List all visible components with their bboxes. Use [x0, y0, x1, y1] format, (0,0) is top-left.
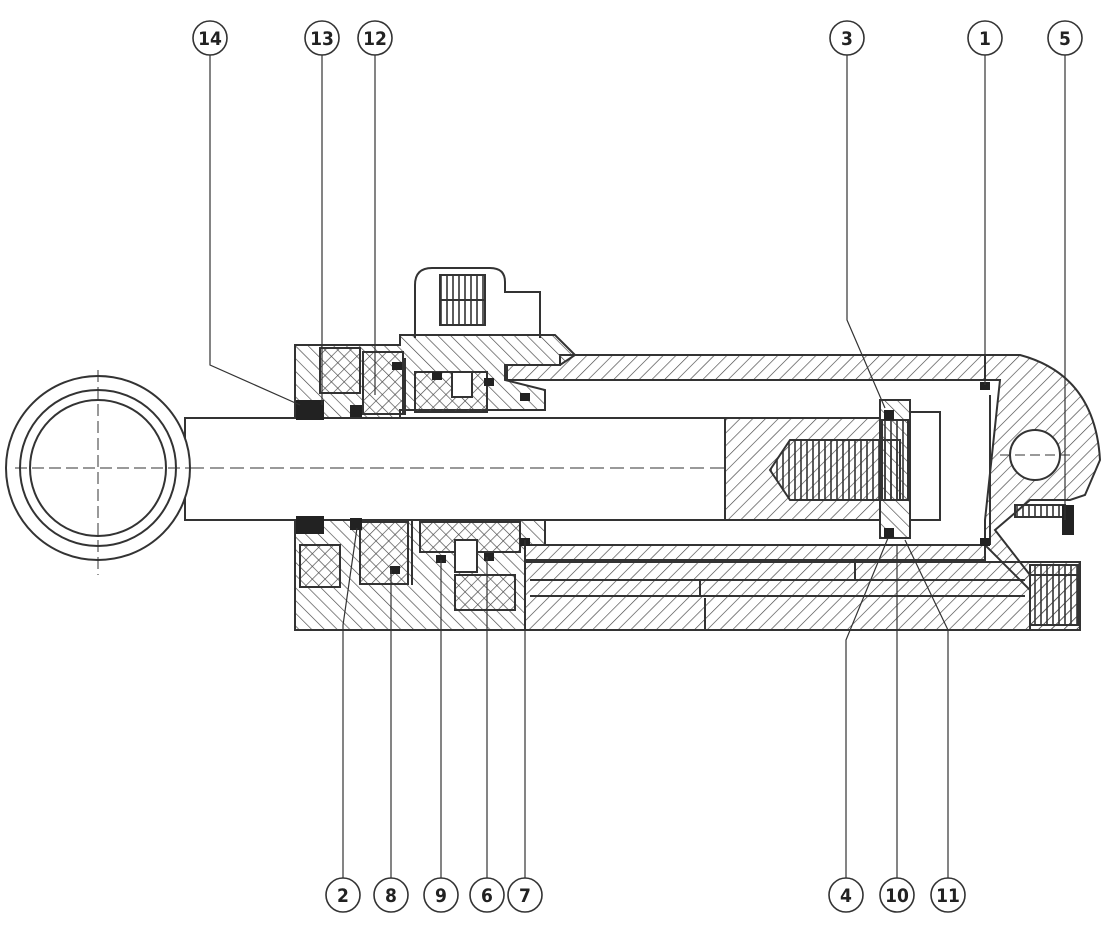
callout-8-label: 8 — [385, 885, 397, 907]
leader-lines — [209, 55, 1066, 878]
callout-10: 10 — [879, 877, 915, 913]
callout-14: 14 — [192, 20, 228, 56]
callout-11-label: 11 — [936, 885, 960, 907]
callout-12-label: 12 — [363, 28, 387, 50]
callout-10-label: 10 — [885, 885, 909, 907]
callout-6: 6 — [469, 877, 505, 913]
callout-11: 11 — [930, 877, 966, 913]
callout-2-label: 2 — [337, 885, 349, 907]
callout-3-label: 3 — [841, 28, 853, 50]
piston-rod — [184, 417, 901, 521]
barrel-wall-bottom — [524, 544, 986, 561]
callout-6-label: 6 — [481, 885, 493, 907]
piston — [879, 399, 941, 539]
callout-2: 2 — [325, 877, 361, 913]
callout-13: 13 — [304, 20, 340, 56]
callout-4-label: 4 — [840, 885, 852, 907]
callout-9: 9 — [423, 877, 459, 913]
callout-12: 12 — [357, 20, 393, 56]
barrel-wall-top — [506, 354, 986, 381]
callout-5-label: 5 — [1059, 28, 1071, 50]
callout-1-label: 1 — [979, 28, 991, 50]
rod-eye — [5, 370, 191, 575]
callout-9-label: 9 — [435, 885, 447, 907]
callout-14-label: 14 — [198, 28, 222, 50]
callout-5: 5 — [1047, 20, 1083, 56]
valve-fitting — [414, 267, 541, 338]
callout-7: 7 — [507, 877, 543, 913]
callout-7-label: 7 — [519, 885, 531, 907]
callout-1: 1 — [967, 20, 1003, 56]
callout-13-label: 13 — [310, 28, 334, 50]
callout-4: 4 — [828, 877, 864, 913]
callout-8: 8 — [373, 877, 409, 913]
end-cap — [984, 354, 1102, 631]
callout-3: 3 — [829, 20, 865, 56]
